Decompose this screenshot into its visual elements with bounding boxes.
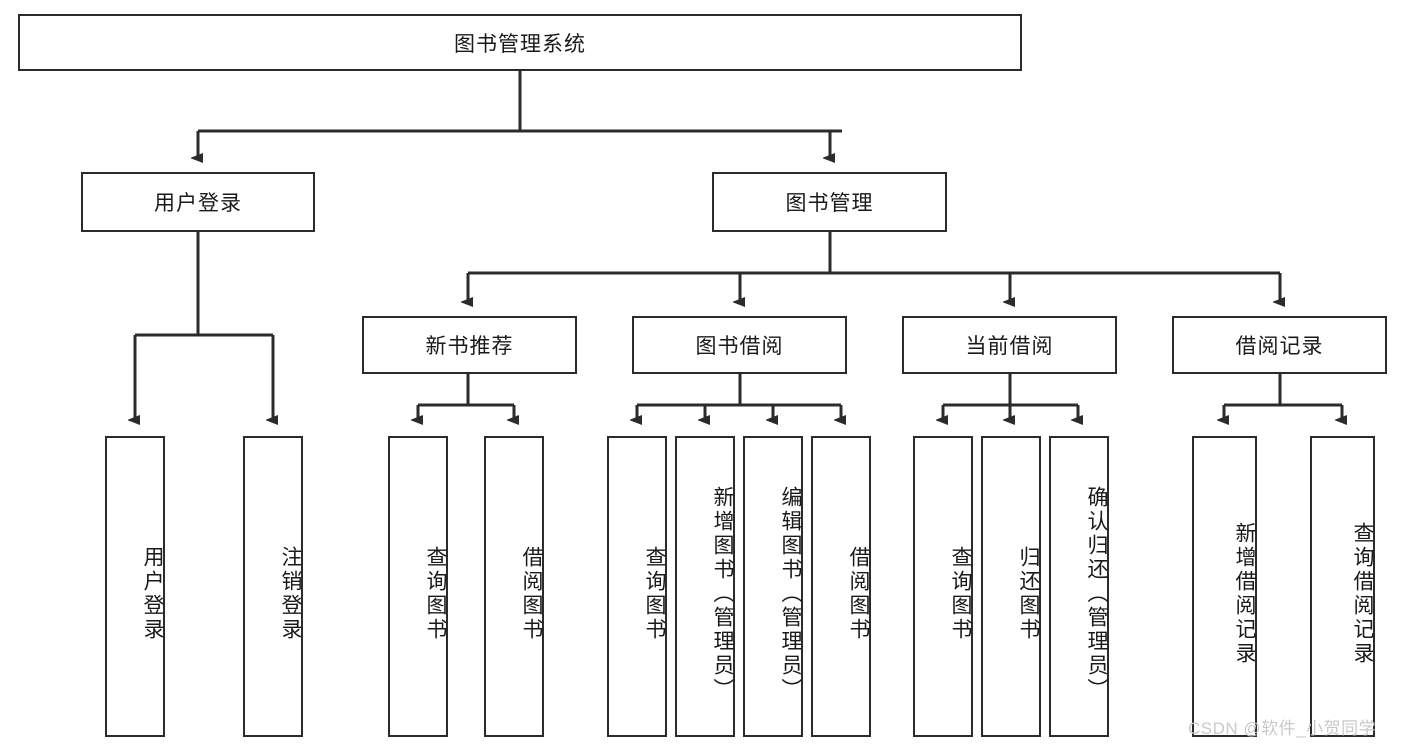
leaf-new-book-query[interactable]: 查询图书	[388, 436, 448, 737]
leaf-user-login-logout[interactable]: 注销登录	[243, 436, 303, 737]
leaf-user-login-login[interactable]: 用户登录	[105, 436, 165, 737]
leaf-borrow-borrow-book[interactable]: 借阅图书	[811, 436, 871, 737]
node-user-login-label: 用户登录	[154, 192, 242, 215]
node-root[interactable]: 图书管理系统	[18, 14, 1022, 71]
node-root-label: 图书管理系统	[454, 32, 586, 56]
node-borrow-record-label: 借阅记录	[1235, 335, 1324, 358]
leaf-label: 确认归还（管理员）	[1085, 485, 1108, 702]
leaf-label: 借阅图书	[520, 545, 543, 642]
node-book-management-label: 图书管理	[785, 192, 874, 215]
node-book-borrow-label: 图书借阅	[695, 335, 784, 358]
node-book-management[interactable]: 图书管理	[712, 172, 947, 232]
leaf-label: 新增借阅记录	[1233, 521, 1256, 666]
node-book-borrow[interactable]: 图书借阅	[632, 316, 847, 374]
leaf-borrow-query-book[interactable]: 查询图书	[607, 436, 667, 737]
leaf-label: 借阅图书	[847, 545, 870, 642]
leaf-label: 归还图书	[1017, 545, 1040, 642]
node-new-book-recommend[interactable]: 新书推荐	[362, 316, 577, 374]
node-new-book-recommend-label: 新书推荐	[425, 335, 514, 358]
leaf-label: 新增图书（管理员）	[711, 485, 734, 702]
node-user-login[interactable]: 用户登录	[81, 172, 315, 232]
leaf-label: 注销登录	[279, 545, 302, 642]
leaf-current-query-book[interactable]: 查询图书	[913, 436, 973, 737]
leaf-label: 查询图书	[424, 545, 447, 642]
leaf-borrow-edit-book[interactable]: 编辑图书（管理员）	[743, 436, 803, 737]
leaf-record-add[interactable]: 新增借阅记录	[1192, 436, 1257, 737]
leaf-current-confirm-return[interactable]: 确认归还（管理员）	[1049, 436, 1109, 737]
node-current-borrow-label: 当前借阅	[965, 335, 1054, 358]
leaf-new-book-borrow[interactable]: 借阅图书	[484, 436, 544, 737]
leaf-label: 查询图书	[643, 545, 666, 642]
csdn-watermark: CSDN @软件_小贺同学	[1188, 719, 1377, 738]
leaf-label: 查询借阅记录	[1351, 521, 1374, 666]
leaf-borrow-add-book[interactable]: 新增图书（管理员）	[675, 436, 735, 737]
leaf-record-query[interactable]: 查询借阅记录	[1310, 436, 1375, 737]
leaf-label: 编辑图书（管理员）	[779, 485, 802, 702]
leaf-label: 用户登录	[141, 545, 164, 642]
leaf-label: 查询图书	[949, 545, 972, 642]
node-current-borrow[interactable]: 当前借阅	[902, 316, 1117, 374]
node-borrow-record[interactable]: 借阅记录	[1172, 316, 1387, 374]
leaf-current-return-book[interactable]: 归还图书	[981, 436, 1041, 737]
